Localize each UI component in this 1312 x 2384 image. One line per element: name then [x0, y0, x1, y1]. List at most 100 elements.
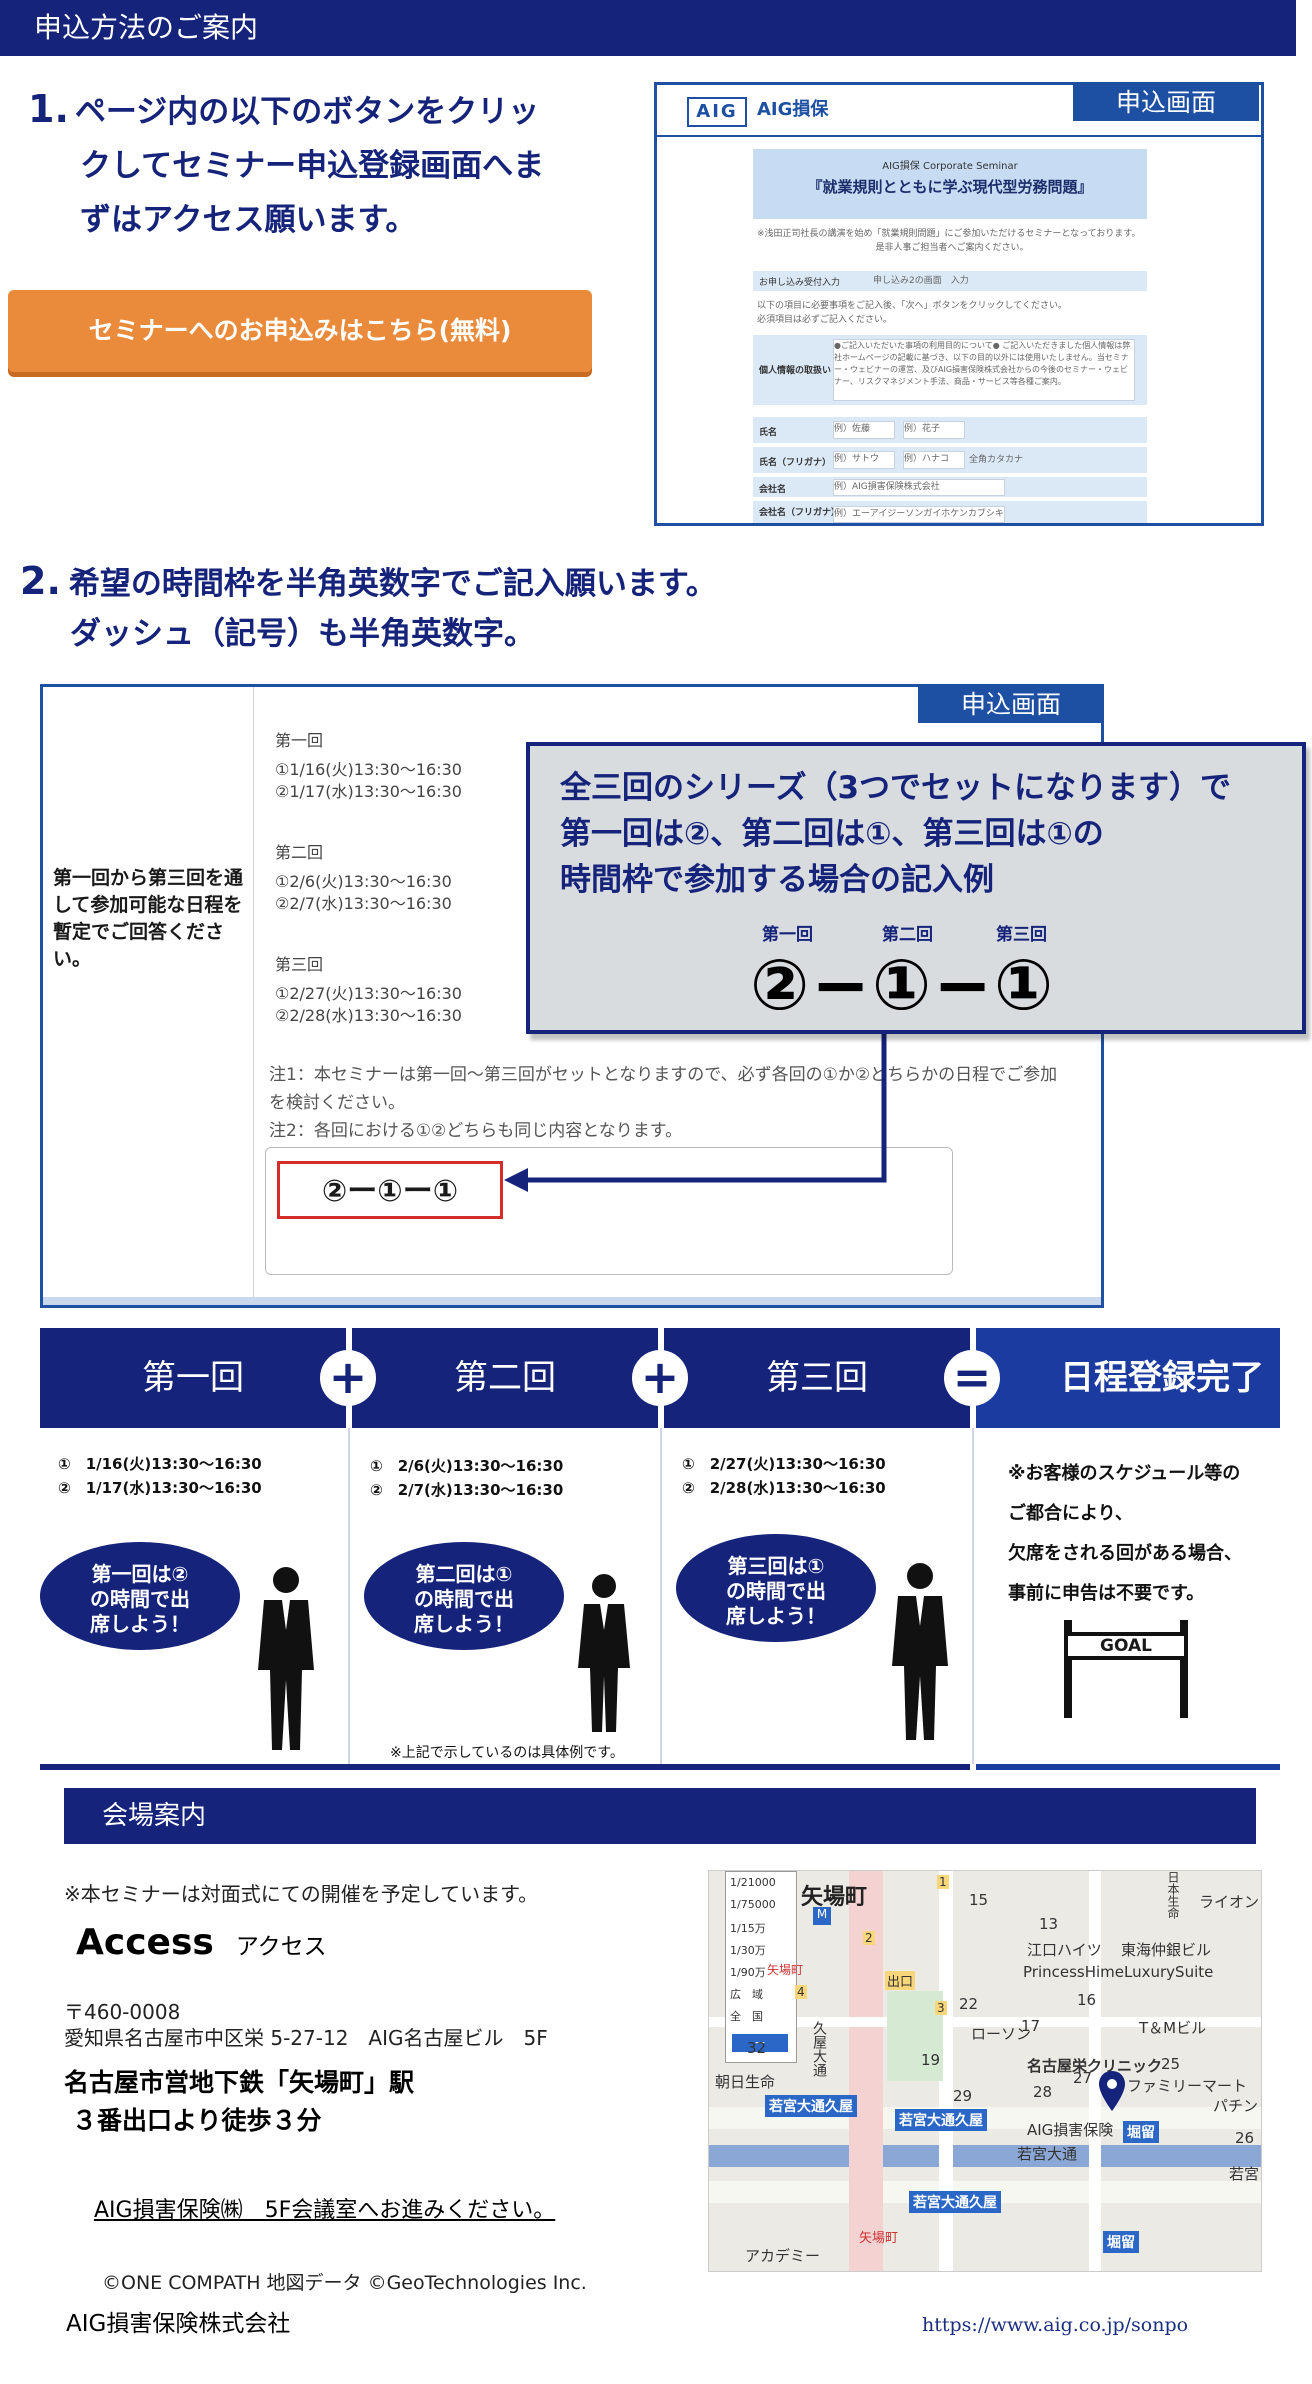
map-num-25: 25: [1161, 2055, 1181, 2073]
map-label-horidome1: 堀留: [1123, 2121, 1159, 2143]
group2-slot1: ①2/6(火)13:30～16:30: [275, 872, 452, 891]
last-name-input[interactable]: 例）佐藤: [833, 421, 895, 439]
map-exit-2: 2: [863, 1931, 875, 1945]
seminar-apply-button[interactable]: セミナーへのお申込みはこちら(無料): [8, 290, 592, 372]
flow-done: 日程登録完了: [976, 1328, 1280, 1428]
map-label-wakamiya4: 若宮: [1229, 2165, 1260, 2183]
subway-icon: M: [813, 1907, 831, 1925]
privacy-textbox[interactable]: ●ご記入いただいた事項の利用目的について● ご記入いただきました個人情報は弊社ホ…: [833, 339, 1135, 401]
flow3-slot2: ② 2/28(水)13:30～16:30: [682, 1479, 886, 1497]
scale-3[interactable]: 1/15万: [730, 1922, 766, 1935]
map-num-22: 22: [959, 1995, 979, 2013]
businessman-icon-3: [892, 1563, 948, 1740]
example-value: ②−①−①: [750, 944, 1056, 1026]
company-input[interactable]: 例）AIG損害保険株式会社: [833, 479, 1005, 496]
schedule-question-label: 第一回から第三回を通して参加可能な日程を暫定でご回答ください。: [53, 867, 244, 970]
flow1-bubble-line2: の時間で出: [90, 1587, 190, 1611]
zoom-out-button[interactable]: −: [732, 2034, 788, 2052]
plus-icon-1: +: [320, 1350, 376, 1406]
map-label-wakamiya-road: 若宮大通: [1017, 2145, 1078, 2163]
scale-5[interactable]: 1/90万: [730, 1966, 766, 1979]
company-name: AIG損害保険株式会社: [66, 2311, 291, 2337]
group-label-3: 第三回: [275, 955, 324, 974]
flow-step-1: 第一回: [40, 1328, 346, 1428]
brand-name: AIG損保: [757, 99, 829, 120]
postal-code: 〒460-0008: [64, 2000, 181, 2024]
company-url[interactable]: https://www.aig.co.jp/sonpo: [922, 2314, 1189, 2336]
scale-2[interactable]: 1/75000: [730, 1898, 776, 1911]
code-value: 申し込み2の画面 入力: [873, 276, 969, 286]
example-label-1: 第一回: [762, 925, 813, 945]
application-screen-preview: AIG AIG損保 申込画面 AIG損保 Corporate Seminar 『…: [654, 82, 1264, 526]
map-num-28: 28: [1033, 2083, 1053, 2101]
map-label-tm: T＆Mビル: [1139, 2019, 1207, 2037]
map-credit: ©ONE COMPATH 地図データ ©GeoTechnologies Inc.: [102, 2272, 587, 2294]
callout-line2: 第一回は②、第二回は①、第三回は①の: [560, 816, 1104, 852]
company-kana-input[interactable]: 例）エーアイジーソンガイホケンカブシキガイシャ: [833, 506, 1005, 523]
meeting-room-note: AIG損害保険㈱ 5F会議室へお進みください。: [94, 2198, 556, 2223]
application-screen-tag: 申込画面: [1073, 85, 1259, 121]
map-num-32: 32: [747, 2039, 767, 2057]
map-label-wakamiya2: 若宮大通久屋: [895, 2109, 987, 2131]
divider-3: [972, 1428, 974, 1764]
company-row: 会社名 例）AIG損害保険株式会社: [753, 477, 1147, 497]
map-label-pachinko: パチン: [1213, 2097, 1259, 2115]
transit-line1: 名古屋市営地下鉄「矢場町」駅: [64, 2068, 415, 2097]
map-label-eguchi: 江口ハイツ: [1027, 1941, 1102, 1959]
map-label-nihonseimei: 日本生命: [1166, 1871, 1180, 1919]
flow2-bubble-line1: 第二回は①: [415, 1562, 513, 1586]
schedule-textarea[interactable]: [265, 1147, 953, 1275]
seminar-banner: AIG損保 Corporate Seminar 『就業規則とともに学ぶ現代型労務…: [753, 149, 1147, 219]
kana-note: 全角カタカナ: [969, 455, 1024, 465]
map-label-wakamiya1: 若宮大通久屋: [765, 2095, 857, 2117]
last-kana-input[interactable]: 例）サトウ: [833, 451, 895, 469]
map-exit-4: 4: [795, 1985, 807, 1999]
location-pin-icon: [1099, 2071, 1125, 2111]
seminar-title: 『就業規則とともに学ぶ現代型労務問題』: [807, 178, 1093, 196]
step1-instructions: 1.ページ内の以下のボタンをクリッ クしてセミナー申込登録画面へま ずはアクセス…: [28, 82, 588, 247]
map-num-13: 13: [1039, 1915, 1059, 1933]
scale-4[interactable]: 1/30万: [730, 1944, 766, 1957]
group3-slot1: ①2/27(火)13:30～16:30: [275, 984, 462, 1003]
flow1-bubble-line1: 第一回は②: [91, 1562, 189, 1586]
step2-line2: ダッシュ（記号）も半角英数字。: [70, 616, 535, 652]
flow3-bubble-line2: の時間で出: [726, 1579, 826, 1603]
map-num-26: 26: [1235, 2129, 1255, 2147]
first-kana-input[interactable]: 例）ハナコ: [903, 451, 965, 469]
page-header: 申込方法のご案内: [0, 0, 1296, 56]
code-label: お申し込み受付入力: [759, 278, 841, 288]
step1-line2: クしてセミナー申込登録画面へま: [80, 148, 545, 184]
flow3-bubble-line3: 席しよう！: [726, 1604, 826, 1628]
venue-map[interactable]: 1/21000 1/75000 1/15万 1/30万 1/90万 広 域 全 …: [708, 1870, 1262, 2272]
kana-row: 氏名（フリガナ） 例）サトウ 例）ハナコ 全角カタカナ: [753, 447, 1147, 473]
goal-icon: GOAL: [1064, 1620, 1188, 1718]
callout-line1: 全三回のシリーズ（3つでセットになります）で: [560, 770, 1232, 806]
map-scale-control[interactable]: 1/21000 1/75000 1/15万 1/30万 1/90万 広 域 全 …: [725, 1871, 797, 2063]
instr-line2: 必須項目は必ずご記入ください。: [757, 315, 893, 325]
step2-instructions: 2.希望の時間枠を半角英数字でご記入願います。 ダッシュ（記号）も半角英数字。: [20, 556, 920, 659]
map-num-15: 15: [969, 1891, 989, 1909]
venue-address: 愛知県名古屋市中区栄 5-27-12 AIG名古屋ビル 5F: [64, 2026, 548, 2050]
flow1-bubble: 第一回は② の時間で出 席しよう！: [40, 1542, 240, 1650]
transit-line2: ３番出口より徒歩３分: [72, 2106, 322, 2135]
businessman-icon-2: [578, 1574, 630, 1732]
step1-number: 1.: [28, 87, 69, 131]
map-label-clinic: 名古屋栄クリニック: [1027, 2057, 1163, 2075]
map-num-17: 17: [1021, 2017, 1041, 2035]
access-en: Access: [76, 1922, 214, 1963]
flow3-bubble: 第三回は① の時間で出 席しよう！: [676, 1534, 876, 1642]
note1-line2: を検討ください。: [269, 1093, 405, 1113]
flow2-bubble-line3: 席しよう！: [414, 1612, 514, 1636]
group2-slot2: ②2/7(水)13:30～16:30: [275, 894, 452, 913]
group-label-1: 第一回: [275, 731, 324, 750]
scale-7[interactable]: 全 国: [730, 2010, 763, 2023]
first-name-input[interactable]: 例）花子: [903, 421, 965, 439]
form-label-column: [43, 687, 254, 1305]
scale-6[interactable]: 広 域: [730, 1988, 763, 2001]
kana-label: 氏名（フリガナ）: [759, 458, 832, 468]
example-label-3: 第三回: [996, 925, 1047, 945]
intro-line1: ※浅田正司社長の講演を始め「就業規則問題」にご参加いただけるセミナーとなっており…: [757, 229, 1141, 239]
scale-1[interactable]: 1/21000: [730, 1876, 776, 1889]
map-num-29: 29: [953, 2087, 973, 2105]
instr-line1: 以下の項目に必要事項をご記入後、「次へ」ボタンをクリックしてください。: [757, 301, 1067, 311]
